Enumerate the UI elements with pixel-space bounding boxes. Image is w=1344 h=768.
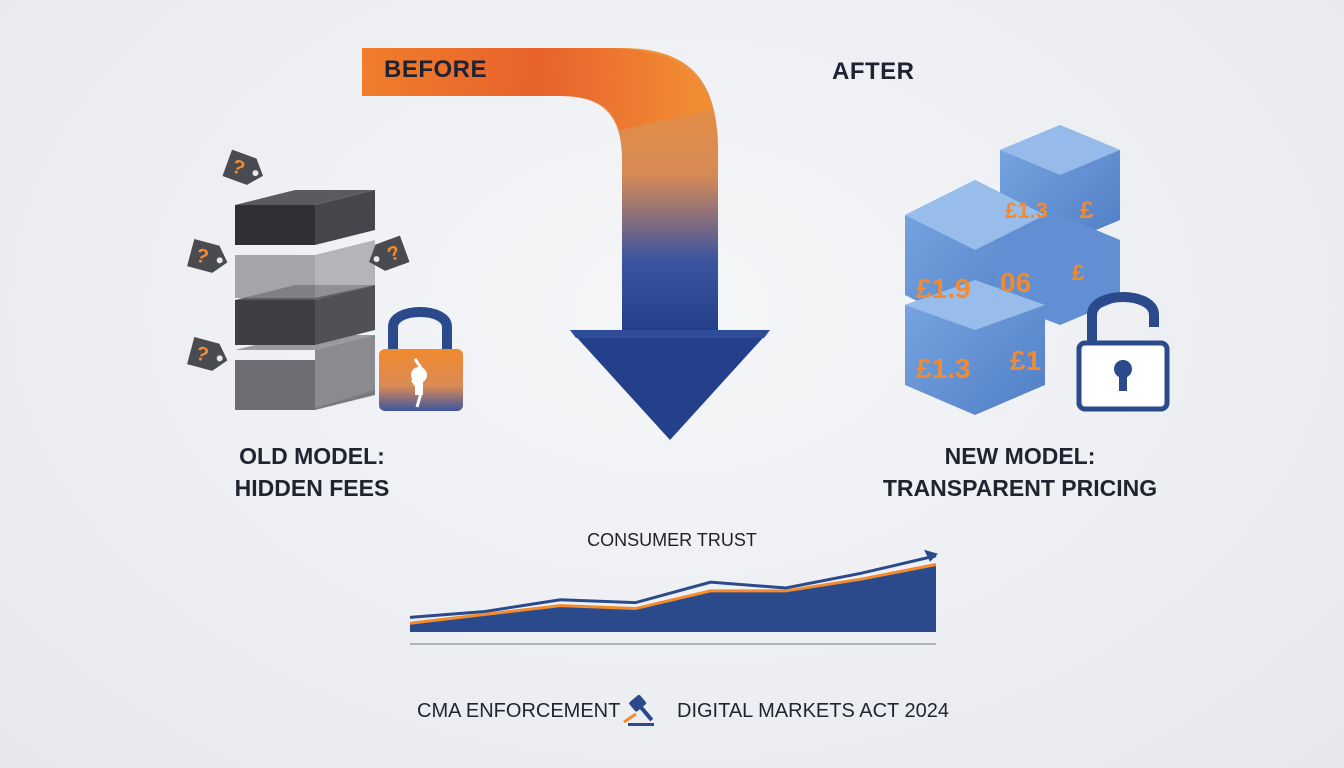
new-model-title-line1: NEW MODEL: [944,443,1096,469]
trust-line-orange [409,563,937,625]
old-model-title-line2: HIDDEN FEES [234,475,390,501]
footer-cma-text: CMA ENFORCEMENT [417,700,621,722]
gray-block-translucent [235,240,375,298]
old-model-illustration [235,190,375,410]
question-tag-icon: ? [187,239,228,273]
new-model-illustration: £1.3 £ £1.9 06 £ £1.3 £1 [905,125,1120,415]
gray-block-bottom [235,335,375,410]
price-label: £1.9 [916,273,971,304]
svg-text:?: ? [193,342,210,366]
trust-area [410,564,936,632]
price-label: £1.3 [1005,198,1048,223]
price-label: £ [1072,260,1085,285]
svg-text:?: ? [193,244,210,268]
old-model-caption: OLD MODEL: HIDDEN FEES [212,440,412,504]
question-tag-icon: ? [369,235,410,271]
new-model-caption: NEW MODEL: TRANSPARENT PRICING [850,440,1190,504]
price-label: £ [1080,197,1094,224]
trend-arrow-icon [924,549,938,562]
trust-line-blue [409,554,937,619]
question-tag-icon: ? [187,337,228,371]
after-label: AFTER [832,58,915,85]
footer-dma-text: DIGITAL MARKETS ACT 2024 [677,700,949,722]
open-lock-icon [1076,292,1170,412]
broken-lock-icon [379,307,463,411]
new-model-title-line2: TRANSPARENT PRICING [882,475,1158,501]
consumer-trust-chart [409,549,938,645]
price-label: £1.3 [916,353,971,384]
before-label: BEFORE [384,56,488,83]
price-label: 06 [1000,267,1031,298]
gray-block-top [235,190,375,245]
price-label: £1 [1010,345,1041,376]
old-model-title-line1: OLD MODEL: [239,443,385,469]
question-tag-icon: ? [222,149,263,185]
chart-title: CONSUMER TRUST [587,530,757,550]
gavel-icon [623,694,654,726]
